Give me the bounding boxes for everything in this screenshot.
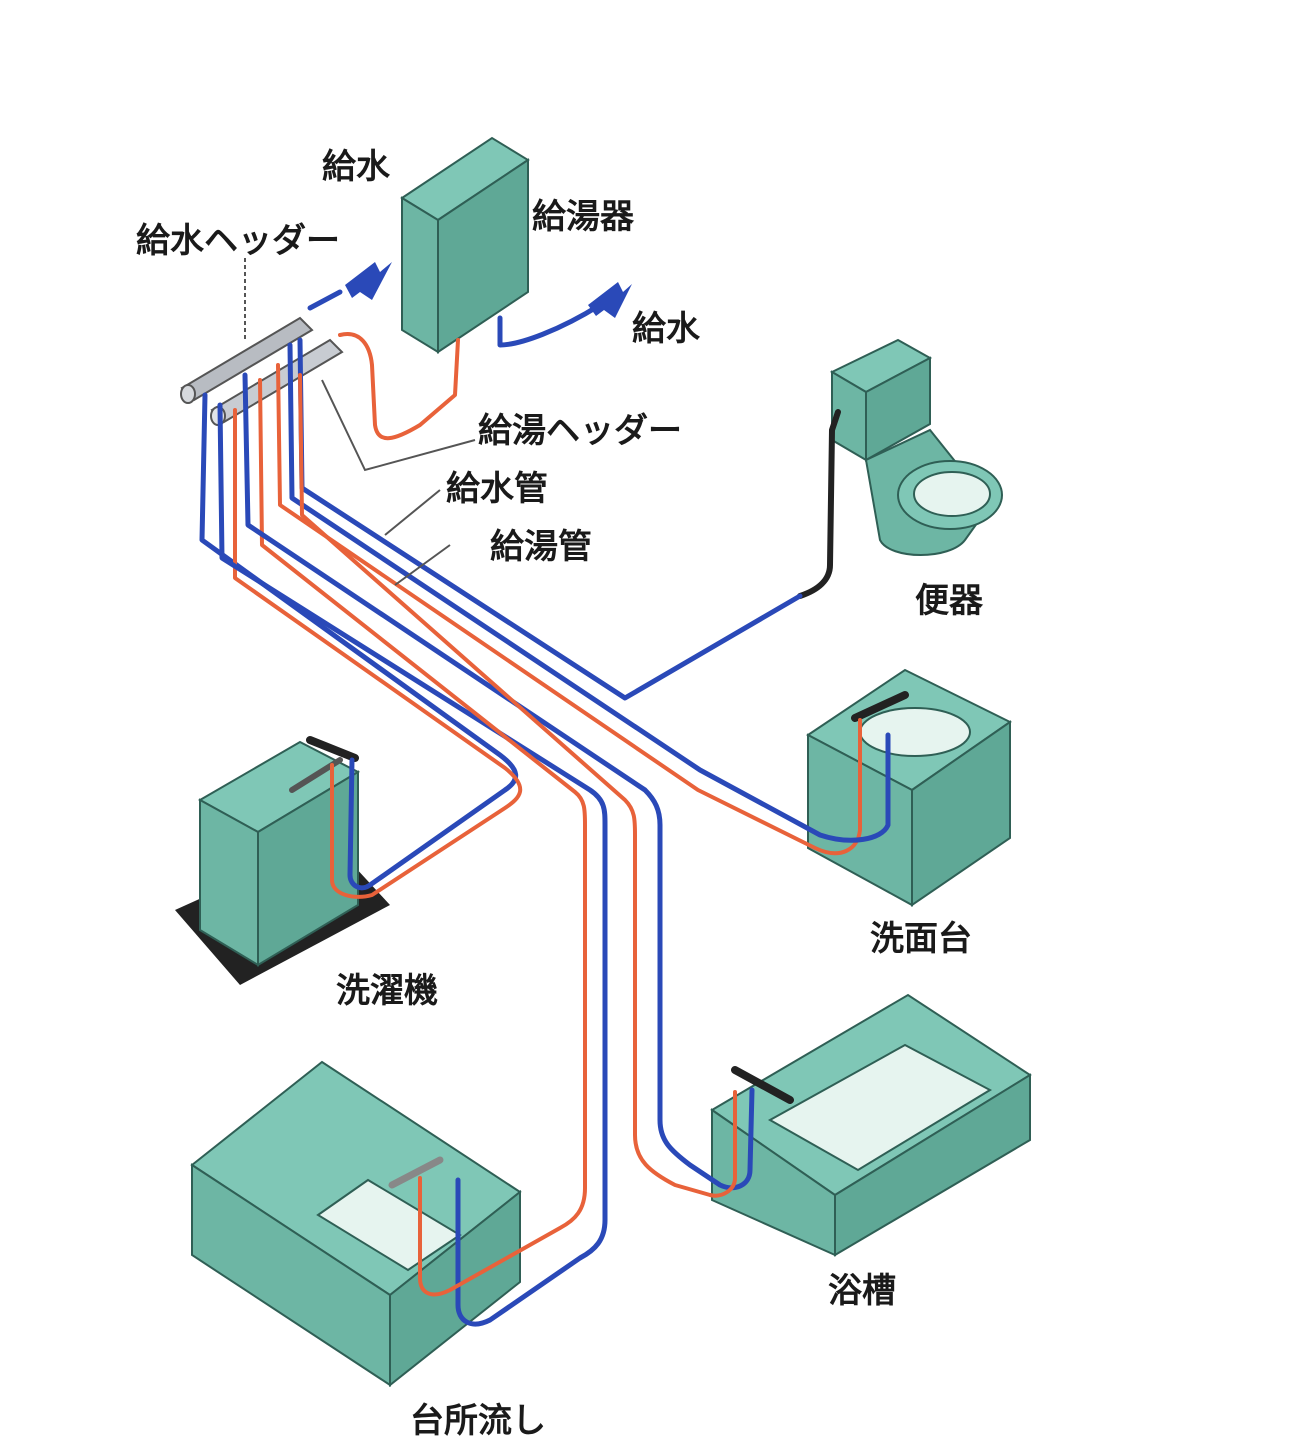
label-hot-header: 給湯ヘッダー	[478, 411, 682, 451]
kitchen-sink	[190, 1060, 522, 1388]
label-water-heater: 給湯器	[532, 197, 635, 237]
label-toilet: 便器	[915, 581, 984, 621]
supply-arrow-icon-right	[588, 282, 632, 318]
label-washing-machine: 洗濯機	[336, 971, 438, 1011]
label-kitchen-sink: 台所流し	[410, 1401, 546, 1441]
label-cold-pipe: 給水管	[446, 469, 548, 509]
toilet	[829, 338, 1003, 556]
label-washbasin: 洗面台	[870, 919, 972, 959]
washing-machine	[175, 736, 390, 985]
water-heater	[400, 136, 530, 354]
bathtub	[710, 993, 1032, 1257]
label-cold-header: 給水ヘッダー	[136, 221, 340, 261]
label-hot-pipe: 給湯管	[490, 527, 592, 567]
label-supply-right: 給水	[632, 309, 701, 349]
supply-arrow-icon	[345, 262, 392, 300]
washbasin	[806, 668, 1012, 907]
cold-water-header	[180, 316, 314, 404]
pipe-runs	[199, 337, 891, 1327]
label-bathtub: 浴槽	[828, 1271, 896, 1311]
label-supply-top: 給水	[322, 147, 391, 187]
